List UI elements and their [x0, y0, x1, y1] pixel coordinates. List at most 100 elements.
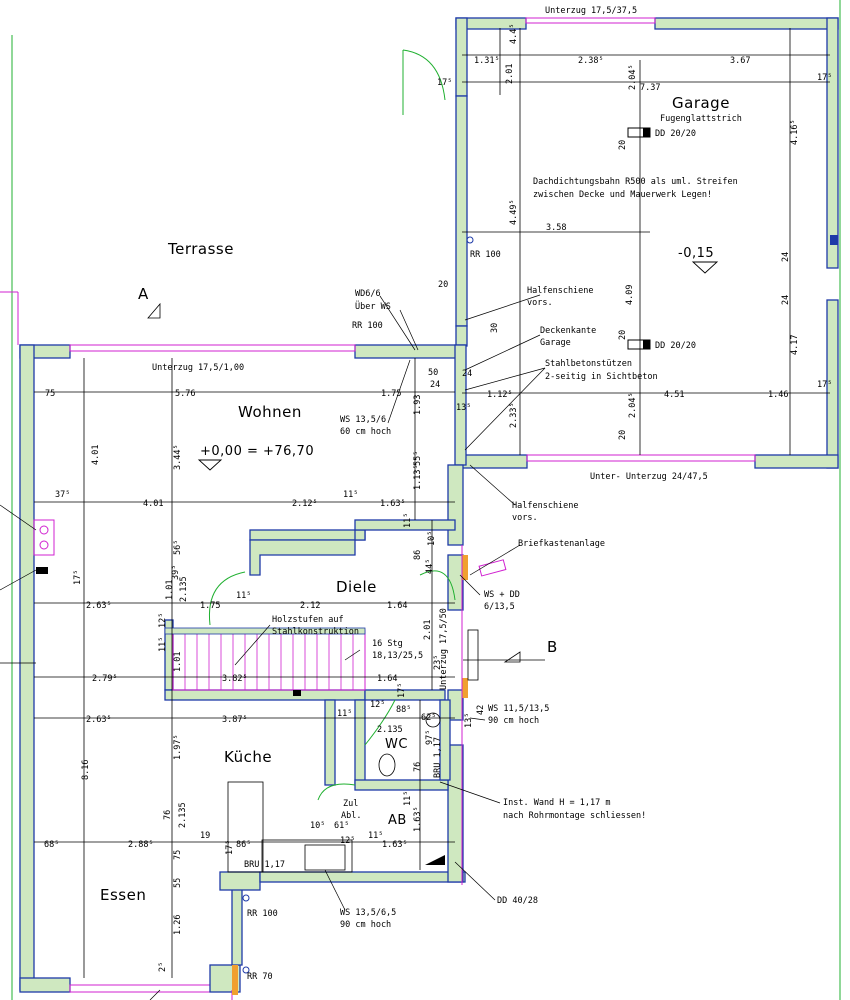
dim-text: 1.31⁵ [474, 56, 500, 66]
room-labels: Terrasse Garage Fugenglattstrich Wohnen … [100, 94, 742, 904]
dim-text: 1.75 [200, 601, 220, 611]
dimension-lines [34, 28, 830, 978]
door-swing-wc [364, 699, 396, 746]
label-inst-1: Inst. Wand H = 1,17 m [503, 798, 610, 808]
dim-text: 24 [781, 252, 791, 262]
dim-text: 10⁵ [310, 821, 325, 831]
label-zul: Zul [343, 799, 358, 809]
dd-20-marker-a [643, 128, 650, 137]
level-marker-garage [691, 261, 719, 274]
room-diele: Diele [336, 578, 377, 596]
dim-text: 3.44⁵ [173, 444, 183, 470]
dim-text: 1.46 [768, 390, 788, 400]
dim-text: 24 [430, 380, 440, 390]
dim-text: 11⁵ [236, 591, 251, 601]
dim-text: 37⁵ [55, 490, 70, 500]
dim-text: 11⁵ [403, 791, 413, 806]
label-stg-1: 16 Stg [372, 639, 403, 649]
dim-text: 86⁵ [236, 840, 251, 850]
dim-text: 2.63⁵ [86, 601, 112, 611]
door-swing-diele [208, 571, 246, 626]
label-inst-2: nach Rohrmontage schliessen! [503, 811, 646, 821]
label-ws-dd: WS + DD [484, 590, 520, 600]
label-rr70: RR 70 [247, 972, 273, 982]
dim-text: 42 [476, 705, 486, 715]
dim-text: 3.67 [730, 56, 750, 66]
label-ws-wohnen-b: 60 cm hoch [340, 427, 391, 437]
dim-text: 1.13⁵ [413, 464, 423, 490]
dim-text: 55⁵ [413, 451, 423, 466]
dim-text: 2.04⁵ [628, 392, 638, 418]
entrance-jamb-bottom [462, 678, 468, 698]
label-ws-wohnen: WS 13,5/6 [340, 415, 386, 425]
dim-text: 17⁵ [73, 570, 83, 585]
dim-text: 1.63⁵ [382, 840, 408, 850]
dim-text: 61⁵ [334, 821, 349, 831]
room-wc: WC [385, 737, 408, 752]
label-unterzug-garage-bottom: Unter- Unterzug 24/47,5 [590, 472, 708, 482]
dim-text: 11⁵ [368, 831, 383, 841]
mailbox-icon [478, 559, 507, 577]
room-kueche: Küche [224, 748, 272, 766]
room-wohnen: Wohnen [238, 403, 302, 421]
dim-text: 55 [173, 878, 183, 888]
downpipe-essen-icon [242, 894, 250, 902]
label-ws-kueche-b: 90 cm hoch [340, 920, 391, 930]
dim-text: 1.01 [165, 580, 175, 600]
dim-text: 1.63⁵ [380, 499, 406, 509]
label-ws-wc-b: 90 cm hoch [488, 716, 539, 726]
section-a-label: A [138, 285, 149, 303]
label-halfen-2b: vors. [512, 513, 538, 523]
dim-text: 50 [428, 368, 438, 378]
leader-lines [0, 294, 546, 1000]
label-rr100-essen: RR 100 [247, 909, 278, 919]
dim-text: 2.63⁵ [86, 715, 112, 725]
label-ws-dd-b: 6/13,5 [484, 602, 515, 612]
dim-text: 1.26 [173, 915, 183, 935]
dim-text: 4.4⁵ [509, 24, 519, 44]
label-briefkasten: Briefkastenanlage [518, 539, 605, 549]
dim-text: 4.01 [143, 499, 163, 509]
dim-text: 19 [200, 831, 210, 841]
dim-text: 76 [413, 762, 423, 772]
dim-text: 2.12⁵ [292, 499, 318, 509]
dim-text: 2.88⁵ [128, 840, 154, 850]
dim-text: 13⁵ [464, 713, 474, 728]
dim-text: 2⁵ [158, 962, 168, 972]
dim-text: 10⁵ [427, 531, 437, 546]
dim-text: 2.01 [505, 64, 515, 84]
dim-text: 17⁵ [817, 380, 832, 390]
label-dd-20-a: DD 20/20 [655, 129, 696, 139]
dim-text: 11⁵ [337, 709, 352, 719]
dim-text: 13⁵ [456, 403, 471, 413]
dim-text: 7.37 [640, 83, 660, 93]
dim-text: 20 [618, 430, 628, 440]
dim-text: 20 [618, 330, 628, 340]
label-holzstufen-2: Stahlkonstruktion [272, 627, 359, 637]
toilet-icon [378, 753, 396, 777]
label-holzstufen-1: Holzstufen auf [272, 615, 344, 625]
dim-text: 1.64 [377, 674, 397, 684]
label-ueber-ws: Über WS [355, 301, 391, 312]
dim-text: 1.12⁵ [487, 390, 513, 400]
dim-text: 44⁵ [425, 559, 435, 574]
label-ws-kueche: WS 13,5/6,5 [340, 908, 396, 918]
label-dd-40: DD 40/28 [497, 896, 538, 906]
dim-text: 2.33⁵ [509, 402, 519, 428]
dim-text: 1.75 [381, 389, 401, 399]
dim-text: 12⁵ [340, 836, 355, 846]
dim-text: 39⁵ [171, 565, 181, 580]
label-unterzug-wohnen: Unterzug 17,5/1,00 [152, 363, 244, 373]
dim-text: 17⁵ [817, 73, 832, 83]
dim-text: 4.17 [790, 335, 800, 355]
room-garage: Garage [672, 94, 730, 112]
label-unterzug-garage-top: Unterzug 17,5/37,5 [545, 6, 637, 16]
label-halfen-1: Halfenschiene [527, 286, 594, 296]
dim-text: 17⁵ [397, 683, 407, 698]
dim-text: 1.93 [413, 395, 423, 415]
dim-text: 2.135 [179, 576, 189, 602]
dim-text: 1.63⁵ [413, 806, 423, 832]
dim-text: 5.76 [175, 389, 195, 399]
label-stahl-1: Stahlbetonstützen [545, 359, 632, 369]
